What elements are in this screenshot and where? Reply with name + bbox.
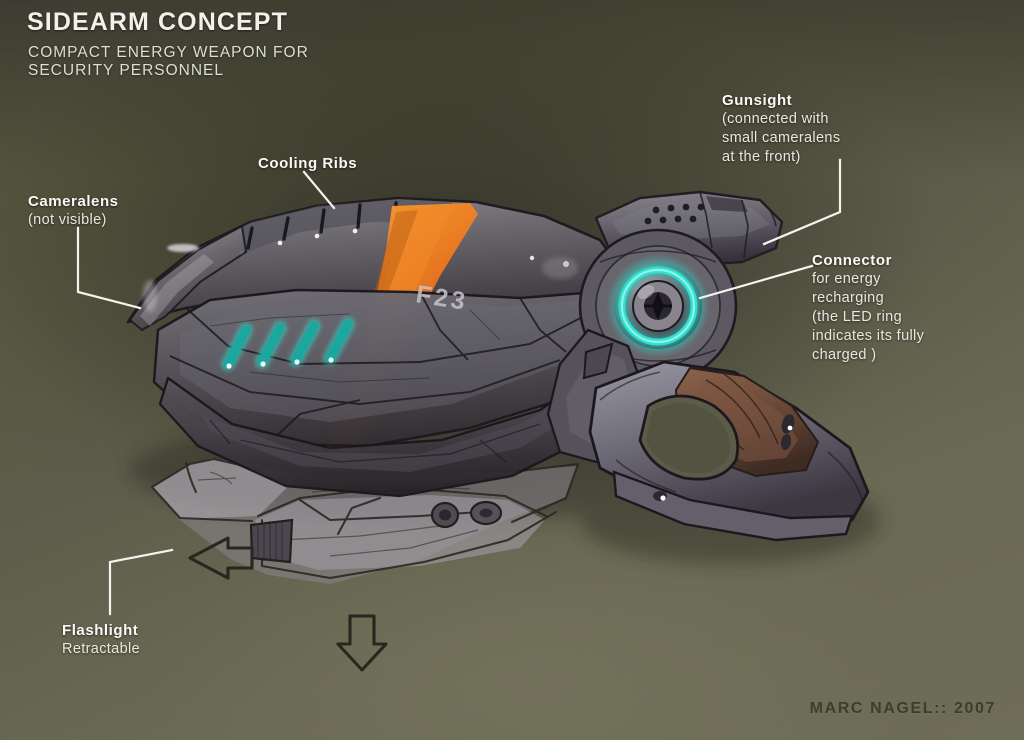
callout-flashlight: Flashlight Retractable <box>62 622 140 659</box>
callout-cameralens-body: (not visible) <box>28 212 107 228</box>
callout-gunsight-body: (connected with small cameralens at the … <box>722 111 841 165</box>
artist-signature: MARC NAGEL:: 2007 <box>809 700 996 717</box>
callout-cameralens-head: Cameralens <box>28 193 119 210</box>
callout-cooling-ribs: Cooling Ribs <box>258 155 357 172</box>
callout-connector-body: for energy recharging (the LED ring indi… <box>812 271 925 363</box>
callout-connector-head: Connector <box>812 252 892 269</box>
page-subtitle: COMPACT ENERGY WEAPON FOR SECURITY PERSO… <box>28 44 309 79</box>
page-title: SIDEARM CONCEPT <box>27 8 288 36</box>
callout-cooling-ribs-head: Cooling Ribs <box>258 155 358 172</box>
callout-cameralens: Cameralens (not visible) <box>28 193 119 230</box>
callout-flashlight-body: Retractable <box>62 641 140 657</box>
callout-connector: Connector for energy recharging (the LED… <box>812 252 924 365</box>
callout-gunsight-head: Gunsight <box>722 92 793 109</box>
callout-flashlight-head: Flashlight <box>62 622 139 639</box>
callout-gunsight: Gunsight (connected with small cameralen… <box>722 92 840 167</box>
